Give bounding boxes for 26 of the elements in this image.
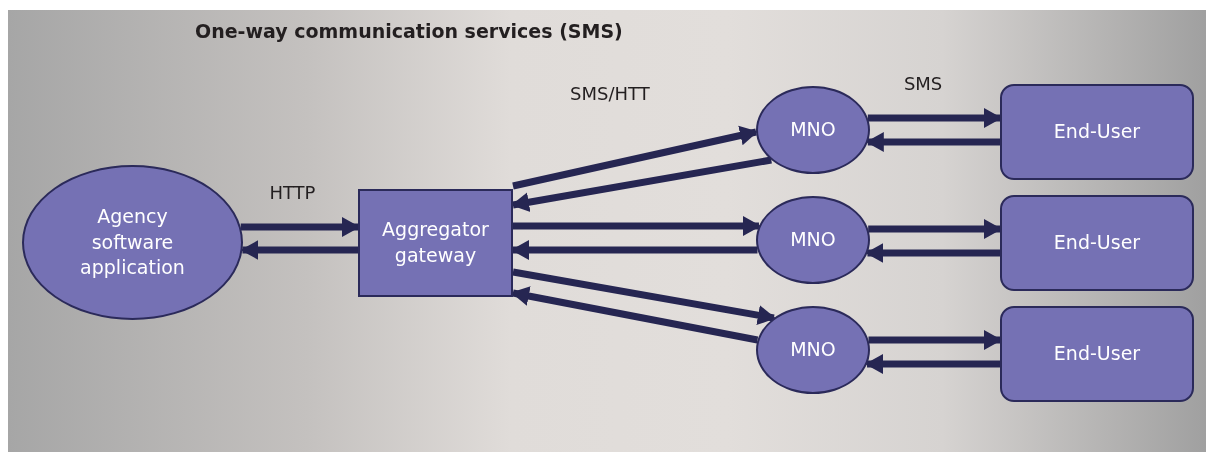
diagram-title: One-way communication services (SMS) — [195, 20, 623, 42]
node-label: MNO — [789, 117, 837, 143]
arrow — [867, 108, 1002, 128]
arrow — [513, 216, 761, 236]
arrow — [868, 330, 1002, 350]
node-label: End-User — [1052, 230, 1142, 256]
edge-label: HTTP — [269, 182, 316, 203]
node-label: Aggregator gateway — [381, 217, 490, 268]
node-label: End-User — [1052, 119, 1142, 145]
arrow — [865, 243, 1000, 263]
rounded-box — [1000, 306, 1194, 402]
arrow — [512, 268, 776, 326]
node-label: Agency software application — [79, 204, 186, 281]
node-label: MNO — [789, 227, 837, 253]
node-label: MNO — [789, 337, 837, 363]
arrow — [512, 125, 758, 190]
rounded-box — [1000, 195, 1194, 291]
arrow — [865, 354, 1000, 374]
rounded-box — [1000, 84, 1194, 180]
edge-label: SMS — [903, 73, 943, 94]
process-box — [358, 189, 513, 297]
arrow — [240, 217, 360, 237]
arrow — [865, 132, 1000, 152]
edge-label: SMS/HTT — [570, 83, 650, 104]
node-label: End-User — [1052, 341, 1142, 367]
arrow — [868, 219, 1002, 239]
